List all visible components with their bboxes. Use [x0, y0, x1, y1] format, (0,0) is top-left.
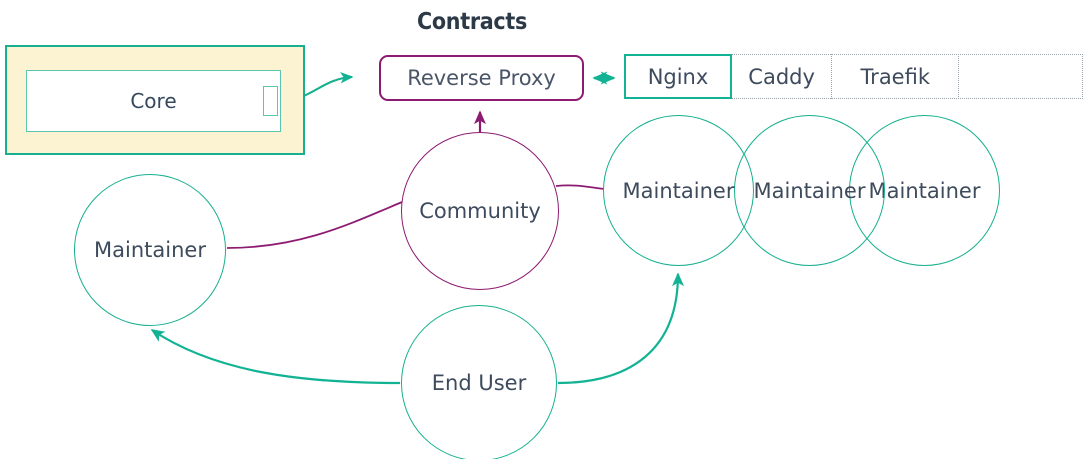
core-port-handle[interactable] — [263, 86, 278, 116]
proxy-option-empty[interactable] — [957, 54, 1083, 99]
actor-community-label: Community — [419, 199, 541, 223]
actor-maintainer-right-1-label: Maintainer — [622, 178, 735, 203]
proxy-option-traefik-label: Traefik — [860, 64, 930, 89]
actor-community[interactable]: Community — [401, 132, 559, 290]
actor-maintainer-right-3-label: Maintainer — [868, 178, 981, 203]
proxy-option-nginx-label: Nginx — [647, 64, 709, 89]
proxy-option-traefik[interactable]: Traefik — [831, 54, 960, 99]
proxy-options-row: Nginx Caddy Traefik — [624, 54, 1083, 99]
actor-maintainer-left-label: Maintainer — [94, 238, 206, 262]
actor-maintainer-left[interactable]: Maintainer — [74, 174, 226, 326]
edge-end-user-to-maintainer-left — [150, 329, 401, 385]
actor-end-user[interactable]: End User — [401, 305, 557, 459]
edge-community-to-maintainer-right — [555, 184, 605, 190]
actor-maintainer-right-2[interactable]: Maintainer — [734, 115, 885, 266]
proxy-option-caddy-label: Caddy — [748, 64, 815, 89]
contracts-title: Contracts — [417, 9, 527, 35]
actor-maintainer-right-2-label: Maintainer — [753, 178, 866, 203]
core-node-label: Core — [130, 89, 177, 113]
reverse-proxy-label: Reverse Proxy — [407, 66, 556, 90]
reverse-proxy-node[interactable]: Reverse Proxy — [379, 55, 584, 101]
core-node[interactable]: Core — [26, 70, 281, 132]
actor-end-user-label: End User — [431, 371, 527, 395]
proxy-option-nginx[interactable]: Nginx — [624, 54, 732, 99]
edge-maintainer-left-to-community — [226, 201, 403, 249]
proxy-option-caddy[interactable]: Caddy — [730, 54, 833, 99]
actor-maintainer-right-1[interactable]: Maintainer — [603, 115, 754, 266]
edge-end-user-to-maintainer-right — [557, 272, 684, 385]
